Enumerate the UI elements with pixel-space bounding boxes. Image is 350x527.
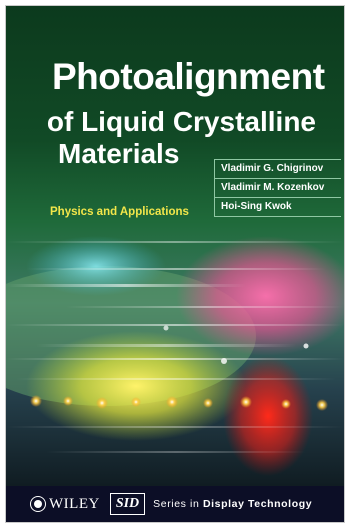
sid-logo: SID [109, 493, 146, 515]
publisher-name: WILEY [49, 495, 100, 512]
wiley-logo: WILEY [30, 496, 100, 513]
book-title-line-2: of Liquid Crystalline [46, 106, 316, 137]
author-list: Vladimir G. Chigrinov Vladimir M. Kozenk… [214, 159, 341, 217]
wiley-logo-icon [30, 496, 46, 512]
book-title-main: Photoalignment [52, 56, 325, 97]
author-name: Hoi-Sing Kwok [215, 198, 341, 217]
book-title-rest: of Liquid Crystalline Materials [36, 106, 316, 170]
author-name: Vladimir G. Chigrinov [215, 160, 341, 179]
cover-artwork [6, 6, 344, 486]
publisher-footer: WILEY SID Series in Display Technology [6, 486, 344, 522]
book-title-line-3: Materials [58, 138, 180, 170]
book-cover: Photoalignment of Liquid Crystalline Mat… [6, 6, 344, 522]
title-block: Photoalignment of Liquid Crystalline Mat… [6, 6, 344, 261]
author-name: Vladimir M. Kozenkov [215, 179, 341, 198]
series-prefix: Series in [153, 498, 203, 510]
series-title: Series in Display Technology [153, 498, 312, 510]
series-name: Display Technology [202, 498, 313, 510]
book-subtitle: Physics and Applications [50, 206, 189, 218]
